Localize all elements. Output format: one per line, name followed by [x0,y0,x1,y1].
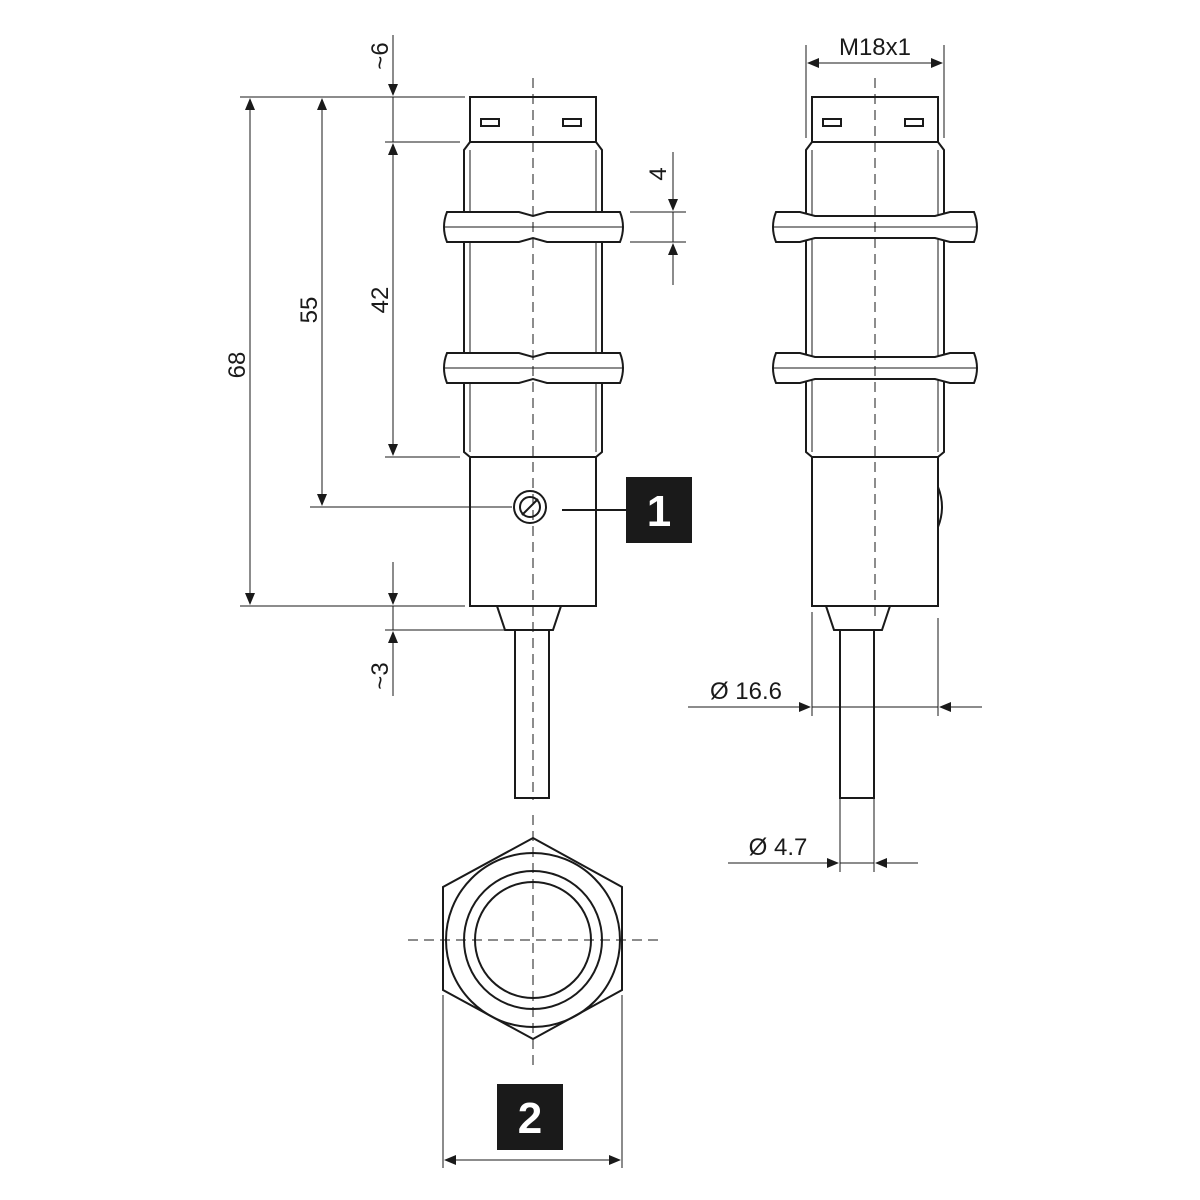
front-view [443,78,626,800]
dim-thread: M18x1 [805,34,945,138]
bottom-view [408,815,658,1065]
dim-connector: ~6 [367,35,460,142]
dim-cable-diameter: Ø 4.7 [728,798,918,872]
callout-1-badge: 1 [626,477,692,543]
dim-cable-diameter-label: Ø 4.7 [749,834,808,861]
dim-55: 55 [296,98,512,508]
cable-gland [496,605,562,631]
dim-68: 68 [224,96,465,607]
cable [839,629,875,799]
dim-68-label: 68 [224,352,251,379]
cable-gland [825,605,891,631]
connector-slot [480,118,500,127]
threaded-body [463,141,603,458]
callout-1-label: 1 [647,487,671,536]
dim-cable-stub: ~3 [367,562,505,696]
dim-55-label: 55 [296,297,323,324]
callout-2-label: 2 [518,1094,542,1143]
dim-nut-label: 4 [645,167,672,180]
adjust-screw-side [937,486,943,528]
dim-42-label: 42 [367,287,394,314]
dim-cable-stub-label: ~3 [367,662,394,689]
threaded-body [805,141,945,458]
dim-body-diameter: Ø 16.6 [688,612,982,716]
callout-2-badge: 2 [497,1084,563,1150]
dim-wrench [442,995,623,1168]
dim-nut: 4 [630,152,686,285]
dim-connector-label: ~6 [367,42,394,69]
dim-body-diameter-label: Ø 16.6 [710,678,782,705]
connector-slot [562,118,582,127]
side-view [772,78,978,799]
dim-thread-label: M18x1 [839,34,911,61]
thread-outer-circle [463,870,603,1010]
connector-slot [822,118,842,127]
connector-slot [904,118,924,127]
adjust-screw [513,490,547,524]
dim-42: 42 [367,141,460,458]
cable [514,629,550,799]
